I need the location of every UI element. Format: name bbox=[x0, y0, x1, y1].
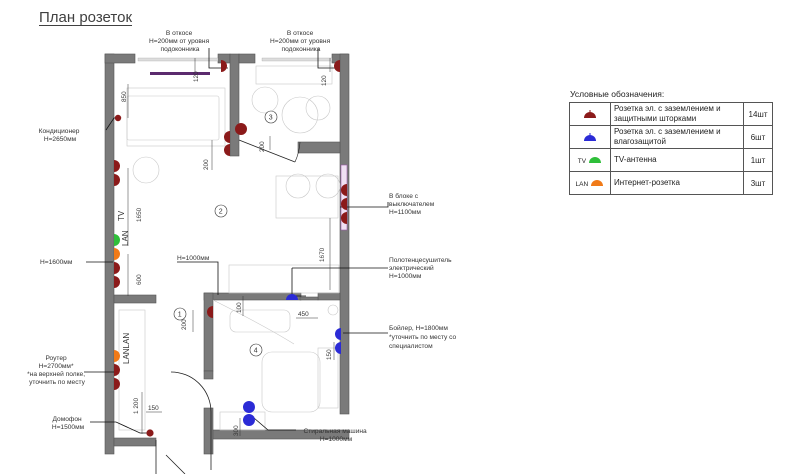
lan-lan-text: LANLAN bbox=[122, 333, 131, 364]
sockets bbox=[114, 60, 347, 437]
legend: Условные обозначения: Розетка эл. с зазе… bbox=[569, 89, 773, 195]
socket-red-icon bbox=[341, 184, 347, 196]
h1600-label: H=1600мм bbox=[40, 259, 73, 266]
socket-red-icon bbox=[114, 160, 120, 172]
svg-text:450: 450 bbox=[298, 311, 309, 318]
washer-label: Стиральная машина H=1000мм bbox=[303, 428, 368, 443]
boiler-label: Бойлер, H=1800мм *уточнить по месту со с… bbox=[389, 324, 458, 350]
socket-red-icon bbox=[221, 60, 227, 72]
socket-red-icon bbox=[114, 114, 122, 122]
socket-blue-icon bbox=[243, 401, 255, 413]
svg-text:120: 120 bbox=[193, 71, 200, 82]
tv-text: TV bbox=[117, 210, 126, 221]
socket-red-icon bbox=[341, 212, 347, 224]
svg-text:300: 300 bbox=[233, 425, 240, 436]
socket-red-icon bbox=[341, 198, 347, 210]
window-right-label: В откосе H=200мм от уровня подоконника bbox=[270, 30, 332, 53]
svg-text:150: 150 bbox=[148, 405, 159, 412]
tv-antenna-icon bbox=[589, 157, 602, 163]
svg-text:200: 200 bbox=[181, 319, 188, 330]
legend-table: Розетка эл. с заземлением и защитными шт… bbox=[569, 102, 773, 195]
socket-red-icon bbox=[114, 174, 120, 186]
room-numbers: 3 2 1 4 bbox=[173, 110, 278, 357]
socket-red-icon bbox=[114, 262, 120, 274]
socket-red-icon bbox=[584, 110, 596, 118]
socket-red-icon bbox=[146, 429, 154, 437]
dimension-texts: 120 120 850 200 200 1650 600 1670 100 20… bbox=[121, 71, 333, 436]
socket-red-icon bbox=[235, 123, 247, 135]
svg-text:100: 100 bbox=[236, 302, 243, 313]
socket-red-icon bbox=[114, 364, 120, 376]
socket-blue-icon bbox=[243, 414, 255, 426]
legend-row: TV TV-антенна 1шт bbox=[569, 148, 773, 172]
towel-rail-label: Полотенцесушитель электрический H=1000мм bbox=[389, 257, 453, 280]
svg-text:600: 600 bbox=[136, 274, 143, 285]
socket-blue-icon bbox=[286, 294, 298, 300]
socket-red-icon bbox=[224, 144, 230, 156]
leader-lines bbox=[84, 48, 389, 434]
conditioner-label: Кондиционер H=2650мм bbox=[39, 128, 82, 143]
socket-red-icon bbox=[334, 60, 340, 72]
socket-blue-icon bbox=[335, 342, 341, 354]
svg-text:120: 120 bbox=[321, 75, 328, 86]
annotations: В откосе H=200мм от уровня подоконника В… bbox=[27, 30, 458, 443]
window-left-label: В откосе H=200мм от уровня подоконника bbox=[149, 30, 211, 53]
room-number-3: 3 bbox=[269, 115, 273, 122]
socket-red-icon bbox=[114, 378, 120, 390]
h1000-label: H=1000мм bbox=[177, 255, 210, 262]
svg-text:850: 850 bbox=[121, 91, 128, 102]
svg-text:1 200: 1 200 bbox=[133, 398, 140, 414]
svg-text:1670: 1670 bbox=[319, 247, 326, 262]
socket-blue-icon bbox=[584, 133, 596, 141]
room-number-1: 1 bbox=[178, 312, 182, 319]
lan-socket-icon bbox=[114, 248, 120, 260]
lan-socket-icon bbox=[591, 180, 604, 186]
furniture bbox=[118, 57, 348, 474]
room-number-4: 4 bbox=[254, 348, 258, 355]
socket-red-icon bbox=[114, 276, 120, 288]
legend-title: Условные обозначения: bbox=[570, 89, 665, 99]
legend-row: Розетка эл. с заземлением и защитными шт… bbox=[569, 102, 773, 126]
svg-text:200: 200 bbox=[259, 141, 266, 152]
page-title: План розеток bbox=[39, 9, 133, 26]
block-switch-label: В блоке с выключателем H=1100мм bbox=[389, 192, 436, 216]
lan-text: LAN bbox=[121, 230, 130, 246]
intercom-label: Домофон H=1500мм bbox=[52, 416, 85, 431]
room-number-2: 2 bbox=[219, 209, 223, 216]
walls bbox=[104, 53, 350, 455]
socket-red-icon bbox=[207, 306, 213, 318]
lan-socket-icon bbox=[114, 350, 120, 362]
legend-row: LAN Интернет-розетка 3шт bbox=[569, 171, 773, 195]
tv-antenna-icon bbox=[114, 234, 120, 246]
svg-text:150: 150 bbox=[326, 349, 333, 360]
svg-text:200: 200 bbox=[203, 159, 210, 170]
socket-blue-icon bbox=[335, 328, 341, 340]
router-label: Роутер H=2700мм* *на верхней полке, уточ… bbox=[27, 355, 87, 386]
svg-text:1650: 1650 bbox=[136, 207, 143, 222]
socket-red-icon bbox=[224, 131, 230, 143]
legend-row: Розетка эл. с заземлением и влагозащитой… bbox=[569, 125, 773, 149]
dimension-lines bbox=[127, 58, 335, 436]
